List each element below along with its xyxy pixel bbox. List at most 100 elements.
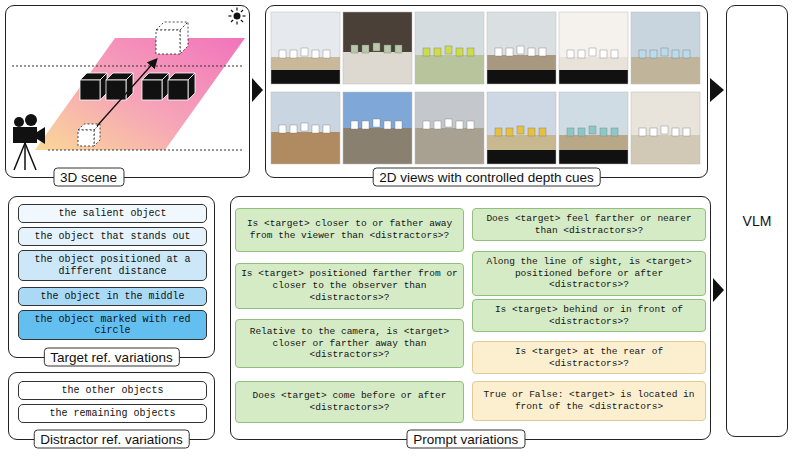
thumbnail-object <box>661 48 668 56</box>
sun-ray <box>236 22 237 25</box>
sun-ray <box>236 8 237 11</box>
box-label: Is <target> behind or in front of <distr… <box>478 304 700 328</box>
thumbnail-sky <box>415 92 484 164</box>
thumbnail-object <box>362 121 369 129</box>
thumbnail-frame <box>415 92 484 164</box>
box-label: Is <target> closer to or father away fro… <box>241 218 458 242</box>
thumbnail-sky <box>271 12 340 84</box>
thumbnail-sky <box>559 92 628 164</box>
thumbnail-ground <box>487 135 556 164</box>
thumbnail-object <box>517 46 524 54</box>
thumbnail-object <box>578 50 585 58</box>
box-label: Does <target> come before or after <dist… <box>241 390 458 414</box>
panel-heading: 2D views with controlled depth cues <box>379 170 594 185</box>
tripod-leg <box>14 143 25 170</box>
thumbnail-object <box>445 46 452 54</box>
thumbnail-object <box>528 128 535 136</box>
thumbnail-object <box>539 128 546 136</box>
prompt-panel: Prompt variationsIs <target> closer to o… <box>230 196 711 440</box>
thumbnail-object <box>611 128 618 136</box>
sun-ray <box>241 10 243 12</box>
thumbnail-object <box>323 125 330 133</box>
cube-front <box>168 80 188 100</box>
thumbnail-object <box>517 126 524 134</box>
thumbnail-object <box>611 50 618 58</box>
thumbnail-object <box>373 119 380 127</box>
thumbnail-object <box>467 48 474 56</box>
camera-reel <box>25 114 37 126</box>
box-label: the remaining objects <box>49 408 175 420</box>
thumbnail-sky <box>631 12 700 84</box>
thumbnail-object <box>639 50 646 58</box>
thumbnail-object <box>279 125 286 133</box>
thumbnail-object <box>600 50 607 58</box>
cube-front <box>156 30 180 54</box>
thumbnail-object <box>290 50 297 58</box>
box-label: Does <target> feel farther or nearer tha… <box>478 213 700 237</box>
thumbnail-object <box>301 123 308 131</box>
thumbnail-object <box>323 50 330 58</box>
prompt-box: Is <target> positioned farther from or c… <box>235 263 464 309</box>
heading-tag: 2D views with controlled depth cues <box>372 168 601 187</box>
box-label: Is <target> at the rear of <distractors>… <box>478 346 700 370</box>
thumbnail-ground <box>271 132 340 164</box>
thumbnail-ground <box>487 55 556 84</box>
thumbnail-object <box>506 128 513 136</box>
heading-tag: Prompt variations <box>406 430 525 449</box>
thumbnail-ground <box>343 128 412 164</box>
thumbnail-frame <box>487 92 556 164</box>
thumbnail-object <box>661 126 668 134</box>
thumbnail-band <box>487 150 556 164</box>
box-label: Relative to the camera, is <target> clos… <box>241 326 458 362</box>
thumbnail-frame <box>415 12 484 84</box>
flow-arrow <box>252 78 263 102</box>
thumbnail-band <box>487 70 556 84</box>
thumbnail-ground <box>415 55 484 84</box>
tripod-leg <box>24 143 26 170</box>
model-box: VLM <box>726 5 788 437</box>
scene-panel: 3D scene <box>5 5 250 178</box>
box-label: True or False: <target> is located in fr… <box>478 389 700 413</box>
prompt-box: Does <target> feel farther or nearer tha… <box>472 208 706 241</box>
thumbnail-object <box>539 48 546 56</box>
panel-heading: Distractor ref. variations <box>40 432 183 447</box>
thumbnail-object <box>495 128 502 136</box>
prompt-box: Is <target> behind or in front of <distr… <box>472 299 706 332</box>
thumbnail-object <box>290 125 297 133</box>
thumbnail-object <box>384 45 391 53</box>
thumbnail-sky <box>631 92 700 164</box>
cube-front <box>78 130 94 146</box>
thumbnail-object <box>362 45 369 53</box>
flow-head <box>710 78 724 102</box>
thumbnail-object <box>395 45 402 53</box>
model-label: VLM <box>743 213 772 229</box>
horizon-line <box>12 66 244 67</box>
thumbnail-ground <box>631 57 700 84</box>
thumbnail-frame <box>559 12 628 84</box>
box-label: the object positioned at a different dis… <box>23 254 202 277</box>
thumbnail-object <box>589 126 596 134</box>
thumbnail-object <box>312 50 319 58</box>
thumbnail-ground <box>343 52 412 84</box>
views-panel: 2D views with controlled depth cues <box>265 5 708 178</box>
sun-ray <box>231 20 233 22</box>
flow-arrow <box>710 78 724 102</box>
thumbnail-object <box>384 121 391 129</box>
cube-side <box>188 73 195 100</box>
thumbnail-object <box>528 48 535 56</box>
panel-heading: Target ref. variations <box>50 350 172 365</box>
thumbnail-object <box>683 128 690 136</box>
thumbnail-object <box>423 48 430 56</box>
distractor-panel: Distractor ref. variationsthe other obje… <box>8 372 215 440</box>
sun-ray <box>241 20 243 22</box>
flow-head <box>713 278 724 302</box>
box-label: the object in the middle <box>40 291 184 303</box>
distractor-pill: the remaining objects <box>18 404 207 423</box>
depth-arrow <box>97 60 156 126</box>
thumbnail-ground <box>559 57 628 84</box>
camera-body <box>13 127 37 143</box>
prompt-box: Is <target> at the rear of <distractors>… <box>472 341 706 374</box>
thumbnail-band <box>559 70 628 84</box>
thumbnail-sky <box>415 12 484 84</box>
thumbnail-object <box>445 119 452 127</box>
